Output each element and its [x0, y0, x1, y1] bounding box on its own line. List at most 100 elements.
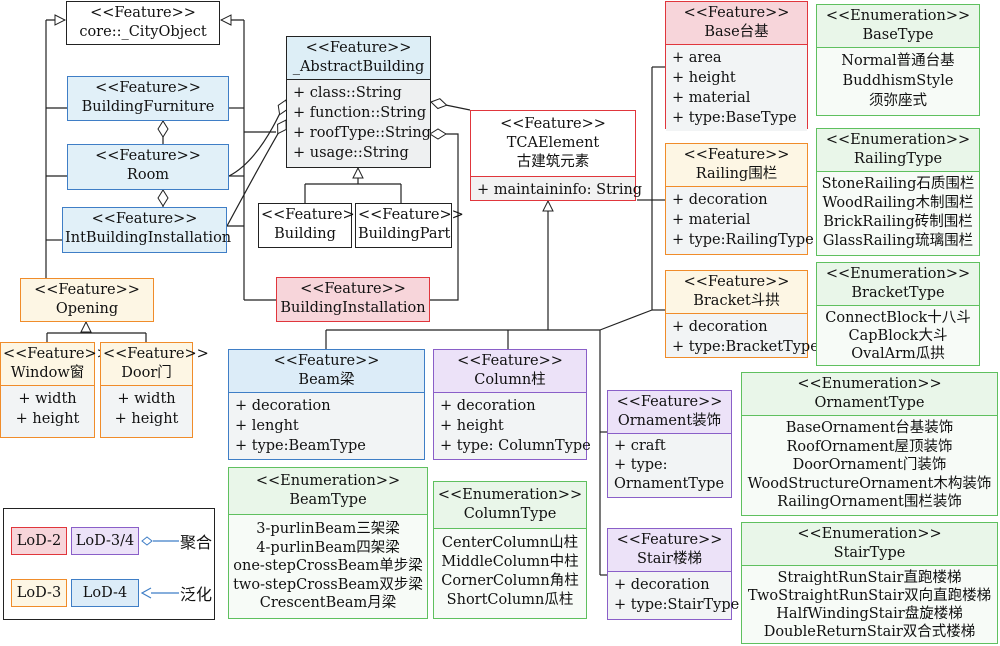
enum-value: BrickRailing砖制围栏 [823, 214, 973, 230]
attribute: + type:BaseType [672, 110, 797, 126]
attribute: + height [672, 70, 736, 86]
class-name: Bracket斗拱 [693, 293, 780, 309]
int-building-installation-class: <<Feature>> IntBuildingInstallation [62, 207, 232, 253]
base-class: <<Feature>>Base台基 + area + height + mate… [665, 1, 808, 131]
enum-value: WoodRailing木制围栏 [822, 195, 974, 211]
building-part-class: <<Feature>>BuildingPart [355, 203, 464, 248]
stair-class: <<Feature>>Stair楼梯 + decoration + type:S… [607, 528, 739, 620]
class-name: _AbstractBuilding [292, 59, 425, 75]
stereotype: <<Feature>> [3, 346, 109, 362]
enum-name: RailingType [853, 151, 943, 167]
enum-value: CenterColumn山柱 [441, 535, 579, 551]
window-class: <<Feature>>Window窗 + width+ height [0, 342, 109, 438]
enum-name: ColumnType [463, 506, 557, 522]
stereotype: <<Feature>> [261, 207, 367, 223]
stereotype: <<Enumeration>> [825, 8, 971, 24]
stereotype: <<Enumeration>> [825, 132, 971, 148]
attribute: + height [15, 411, 80, 427]
enum-value: Normal普通台基 [841, 53, 955, 69]
attribute: + craft [614, 438, 666, 454]
railing-type-enum: <<Enumeration>> RailingType StoneRailing石… [816, 128, 980, 256]
stereotype: <<Enumeration>> [255, 473, 401, 489]
tca-element-class: <<Feature>> TCAElement 古建筑元素 + maintaininf… [470, 110, 643, 201]
stereotype: <<Feature>> [457, 353, 563, 369]
stereotype: <<Feature>> [683, 147, 790, 163]
enum-value: 3-purlinBeam三架梁 [256, 521, 400, 537]
class-name: TCAElement [506, 135, 600, 151]
class-name: Room [126, 167, 170, 183]
enum-value: two-stepCrossBeam双步梁 [233, 576, 423, 593]
stereotype: <<Feature>> [616, 532, 723, 548]
attribute: + type:BeamType [235, 438, 366, 454]
aggregation-symbol [141, 536, 179, 546]
attribute: + height [114, 411, 179, 427]
building-installation-class: <<Feature>> BuildingInstallation [276, 277, 430, 322]
attribute: + width [117, 391, 176, 407]
abstract-building-class: <<Feature>>_AbstractBuilding + class::St… [286, 36, 431, 168]
base-type-enum: <<Enumeration>>BaseType Normal普通台基 Buddh… [816, 4, 980, 116]
attribute: + decoration [440, 398, 536, 414]
class-name: IntBuildingInstallation [65, 230, 232, 246]
ornament-type-enum: <<Enumeration>>OrnamentType BaseOrnament… [741, 372, 998, 516]
enum-value: MiddleColumn中柱 [441, 554, 579, 570]
class-name: Ornament装饰 [617, 413, 722, 429]
attribute: + class::String [293, 85, 402, 101]
stereotype: <<Feature>> [683, 274, 790, 290]
attribute: + function::String [293, 105, 427, 121]
attribute: OrnamentType [614, 476, 725, 492]
opening-class: <<Feature>>Opening [20, 278, 154, 322]
stereotype: <<Enumeration>> [825, 266, 971, 282]
enum-value: WoodStructureOrnament木构装饰 [747, 475, 992, 492]
stereotype: <<Feature>> [95, 80, 201, 96]
attribute: + width [18, 391, 77, 407]
stereotype: <<Feature>> [90, 5, 196, 21]
enum-value: GlassRailing琉璃围栏 [822, 233, 974, 249]
class-name: Door门 [121, 365, 172, 381]
room-class: <<Feature>> Room [67, 144, 229, 190]
stereotype: <<Feature>> [103, 346, 209, 362]
attribute: + maintaininfo: String [477, 182, 643, 198]
class-name: Railing围栏 [695, 166, 778, 182]
stereotype: <<Feature>> [683, 5, 790, 21]
class-name: BuildingFurniture [81, 99, 215, 115]
stereotype: <<Feature>> [300, 281, 406, 297]
legend-lod4-chip: LoD-4 [71, 579, 139, 607]
class-name: Stair楼梯 [637, 551, 702, 567]
class-name: BuildingInstallation [280, 300, 426, 316]
stereotype: <<Feature>> [616, 394, 723, 410]
bracket-class: <<Feature>>Bracket斗拱 + decoration + type… [665, 270, 819, 358]
class-name: Beam梁 [298, 372, 355, 388]
enum-value: CornerColumn角柱 [441, 573, 579, 589]
attribute: + decoration [614, 577, 710, 593]
attribute: + type: ColumnType [440, 438, 591, 454]
enum-value: OvalArm瓜拱 [851, 346, 945, 362]
enum-value: DoubleReturnStair双合式楼梯 [763, 624, 976, 640]
legend-lod2-chip: LoD-2 [11, 527, 67, 555]
stereotype: <<Feature>> [95, 148, 201, 164]
legend: LoD-2 LoD-3/4 聚合 LoD-3 LoD-4 泛化 [3, 508, 215, 620]
legend-lod3-chip: LoD-3 [11, 579, 67, 607]
column-type-enum: <<Enumeration>>ColumnType CenterColumn山柱… [433, 481, 587, 619]
stereotype: <<Feature>> [500, 116, 606, 132]
class-name: Opening [55, 301, 119, 317]
attribute: + lenght [235, 418, 299, 434]
enum-value: StoneRailing石质围栏 [821, 176, 975, 192]
enum-value: 4-purlinBeam四架梁 [256, 539, 400, 556]
attribute: + roofType::String [293, 125, 431, 141]
stereotype: <<Enumeration>> [797, 376, 942, 392]
column-class: <<Feature>>Column柱 + decoration + height… [433, 349, 591, 460]
class-name: Column柱 [474, 372, 546, 388]
class-name-chinese: 古建筑元素 [516, 154, 590, 170]
enum-value: 须弥座式 [869, 93, 927, 109]
enum-name: OrnamentType [814, 395, 925, 411]
stereotype: <<Feature>> [305, 40, 412, 56]
attribute: + decoration [672, 319, 768, 335]
attribute: + type:RailingType [672, 232, 814, 248]
building-class: <<Feature>>Building [258, 203, 367, 248]
enum-name: BracketType [851, 285, 945, 301]
beam-type-enum: <<Enumeration>>BeamType 3-purlinBeam三架梁 … [228, 467, 428, 619]
bracket-type-enum: <<Enumeration>>BracketType ConnectBlock十… [816, 262, 980, 366]
enum-value: CrescentBeam月梁 [259, 595, 397, 611]
stereotype: <<Feature>> [91, 211, 198, 227]
class-name: Base台基 [704, 24, 769, 40]
